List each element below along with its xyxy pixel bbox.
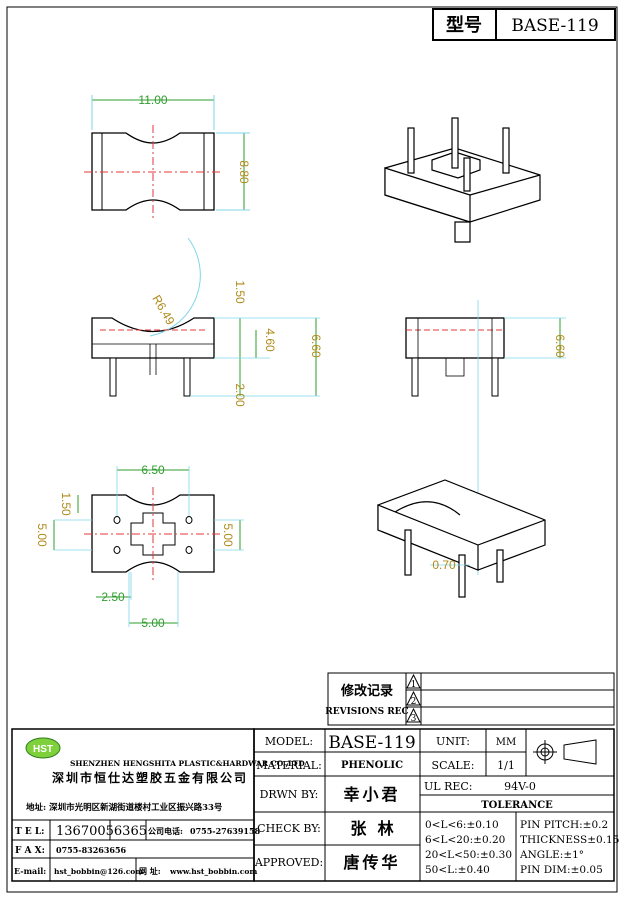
dim-bot-right: 5.00 [221,523,235,547]
approved-label: APPROVED: [254,856,323,869]
approved-value: 唐传华 [343,853,400,872]
scale-label: SCALE: [432,759,475,772]
model-value: BASE-119 [328,733,415,753]
title-block-grid [11,728,615,882]
rev-mark-2: 2 [411,697,417,707]
dim-bot-left: 5.00 [35,523,49,547]
web-value: www.hst_bobbin.com [169,867,257,876]
revisions-label-cn: 修改记录 [340,683,393,699]
revision-marks: 1 2 3 [406,673,421,724]
tel-value: 13670056365 [56,824,147,839]
email-value: hst_bobbin@126.com [54,867,143,876]
company-address: 地址: 深圳市光明区新湖街道楼村工业区振兴路33号 [26,802,223,813]
dim-h1: 1.50 [233,280,247,304]
company-name-cn: 深圳市恒仕达塑胶五金有限公司 [52,770,248,785]
tolerance-right-1: PIN PITCH:±0.2 [520,819,608,831]
tolerance-right-4: PIN DIM:±0.05 [520,864,603,876]
check-value: 张 林 [350,819,393,838]
company-tel-value: 0755-27639158 [190,826,261,836]
logo-text: HST [33,744,53,755]
tolerance-right-3: ANGLE:±1° [519,849,584,861]
type-label: 型号 [446,14,482,36]
scale-value: 1/1 [497,759,515,772]
ul-label: UL REC: [424,780,473,793]
projection-symbol [533,739,597,765]
dim-pin-len: 2.00 [233,383,247,407]
sheet-border [6,6,618,893]
top-view [84,95,250,218]
model-label: MODEL: [265,735,313,748]
tolerance-title: TOLERANCE [481,800,553,811]
dim-bot-h1: 1.50 [59,492,73,516]
company-tel-label: 公司电话: [148,826,183,836]
dim-bot-w: 6.50 [141,463,165,477]
check-label: CHECK BY: [257,822,321,835]
dim-width-top: 11.00 [138,93,167,107]
tolerance-left-2: 6<L<20:±0.20 [425,834,505,846]
company-name-en: SHENZHEN HENGSHITA PLASTIC&HARDWAR CO.,L… [70,759,305,768]
material-value: PHENOLIC [341,760,403,771]
iso-view-bottom [377,479,546,598]
dim-iso: 0.70 [432,558,456,572]
model-header-value: BASE-119 [511,16,598,36]
fax-label: F A X: [15,846,45,856]
dim-radius: R6.49 [149,293,177,328]
material-label: MATERIAL: [256,759,322,772]
unit-label: UNIT: [436,735,470,748]
tolerance-left-1: 0<L<6:±0.10 [425,819,499,831]
drawn-label: DRWN BY: [260,788,319,801]
tolerance-left-4: 50<L:±0.40 [425,864,490,876]
dim-bot-pitch: 2.50 [101,590,125,604]
company-logo: HST [25,737,61,759]
drawn-value: 幸小君 [343,785,400,804]
dim-h3: 6.60 [309,334,323,358]
revisions-table [327,672,615,726]
fax-value: 0755-83263656 [56,845,127,855]
dim-height-top: 8.80 [237,160,251,184]
web-label: 网 址: [139,866,161,876]
tel-label: T E L: [15,827,44,837]
rev-mark-1: 1 [411,680,417,690]
iso-view-top [384,117,541,243]
tolerance-right-2: THICKNESS±0.15 [520,834,619,846]
dim-bot-span: 5.00 [141,616,165,630]
tolerance-left-3: 20<L<50:±0.30 [425,849,512,861]
unit-value: MM [496,737,516,748]
rev-mark-3: 3 [411,714,417,724]
dim-h2: 4.60 [263,328,277,352]
email-label: E-mail: [14,866,46,876]
ul-value: 94V-0 [504,780,536,793]
bottom-view [53,466,244,627]
model-header: 型号 BASE-119 [432,8,616,41]
front-view [91,237,320,397]
dim-side-h: 6.60 [553,334,567,358]
revisions-label-en: REVISIONS REC [325,707,408,717]
